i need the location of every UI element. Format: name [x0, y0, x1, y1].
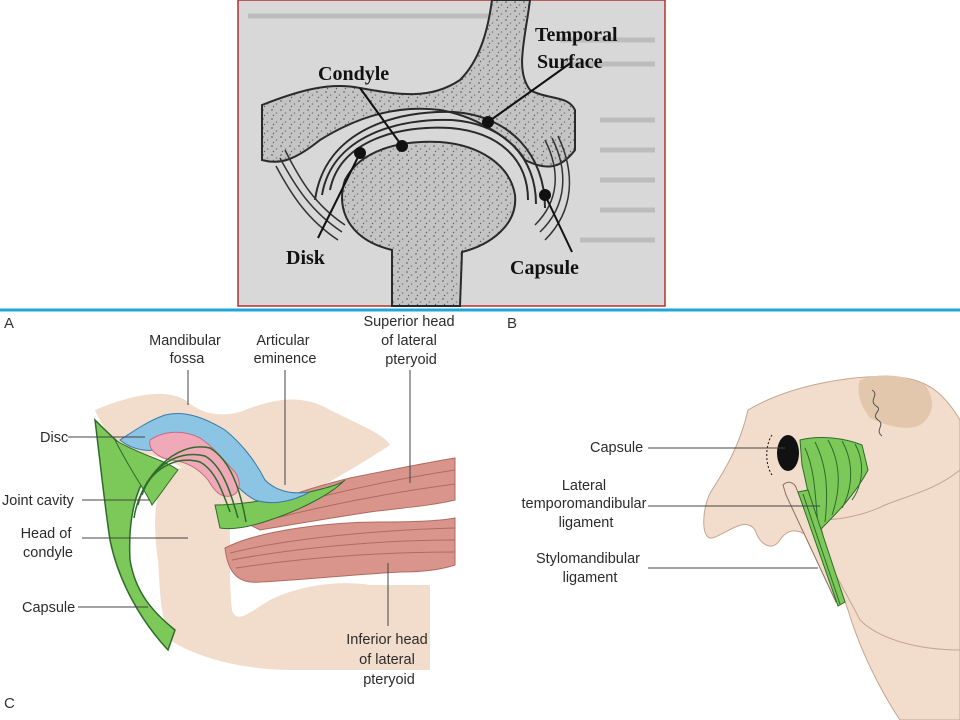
temporal-surface-label-line2: Surface — [537, 51, 603, 73]
temporal-bone-shape — [261, 0, 576, 168]
label-joint-cavity: Joint cavity — [2, 493, 74, 509]
label-superior-head: Superior head of lateral pteryoid — [363, 314, 458, 368]
temporal-shading — [858, 375, 932, 428]
panel-b-diagram: Capsule Lateral temporomandibular ligame… — [522, 375, 960, 720]
suture-line — [871, 389, 883, 437]
panel-letter-a: A — [4, 315, 14, 332]
panel-letter-c: C — [4, 695, 15, 712]
ear-rim — [766, 434, 773, 476]
disk-arcs — [314, 110, 546, 209]
label-stylomandibular-ligament: Stylomandibular ligament — [536, 551, 644, 586]
top-photo-panel: Temporal Surface Condyle Disk Capsule — [237, 0, 666, 307]
posterior-band-green — [113, 438, 179, 506]
temporal-surface-label: Temporal — [535, 24, 618, 46]
label-articular-eminence: Articular eminence — [254, 333, 317, 367]
inferior-head-striations — [229, 527, 456, 569]
panel-a-leaders — [68, 370, 411, 626]
condyle-label: Condyle — [318, 63, 389, 85]
capsule-label: Capsule — [510, 257, 579, 279]
photo-leader-lines — [317, 61, 573, 253]
label-lateral-tm-ligament: Lateral temporomandibular ligament — [522, 478, 651, 531]
label-capsule-a: Capsule — [22, 600, 75, 616]
capsule-contour-lines — [133, 446, 247, 523]
ear-opening — [777, 435, 799, 471]
label-capsule-b: Capsule — [590, 440, 643, 456]
disk-label: Disk — [286, 247, 326, 269]
capsule-lines — [275, 135, 571, 241]
ligament-line — [802, 493, 841, 605]
panel-b-leaders — [648, 447, 820, 569]
superior-head-muscle — [239, 457, 456, 531]
book-text-lines — [248, 13, 655, 243]
panel-a-diagram: Mandibular fossa Articular eminence Supe… — [2, 314, 458, 688]
label-mandibular-fossa: Mandibular fossa — [149, 333, 225, 367]
label-inferior-head: Inferior head of lateral pteryoid — [346, 632, 431, 688]
label-disc: Disc — [40, 430, 68, 446]
condyle-shape — [341, 140, 517, 307]
label-head-of-condyle: Head of condyle — [21, 526, 76, 561]
panel-letter-b: B — [507, 315, 517, 332]
inferior-head-muscle — [224, 517, 456, 583]
